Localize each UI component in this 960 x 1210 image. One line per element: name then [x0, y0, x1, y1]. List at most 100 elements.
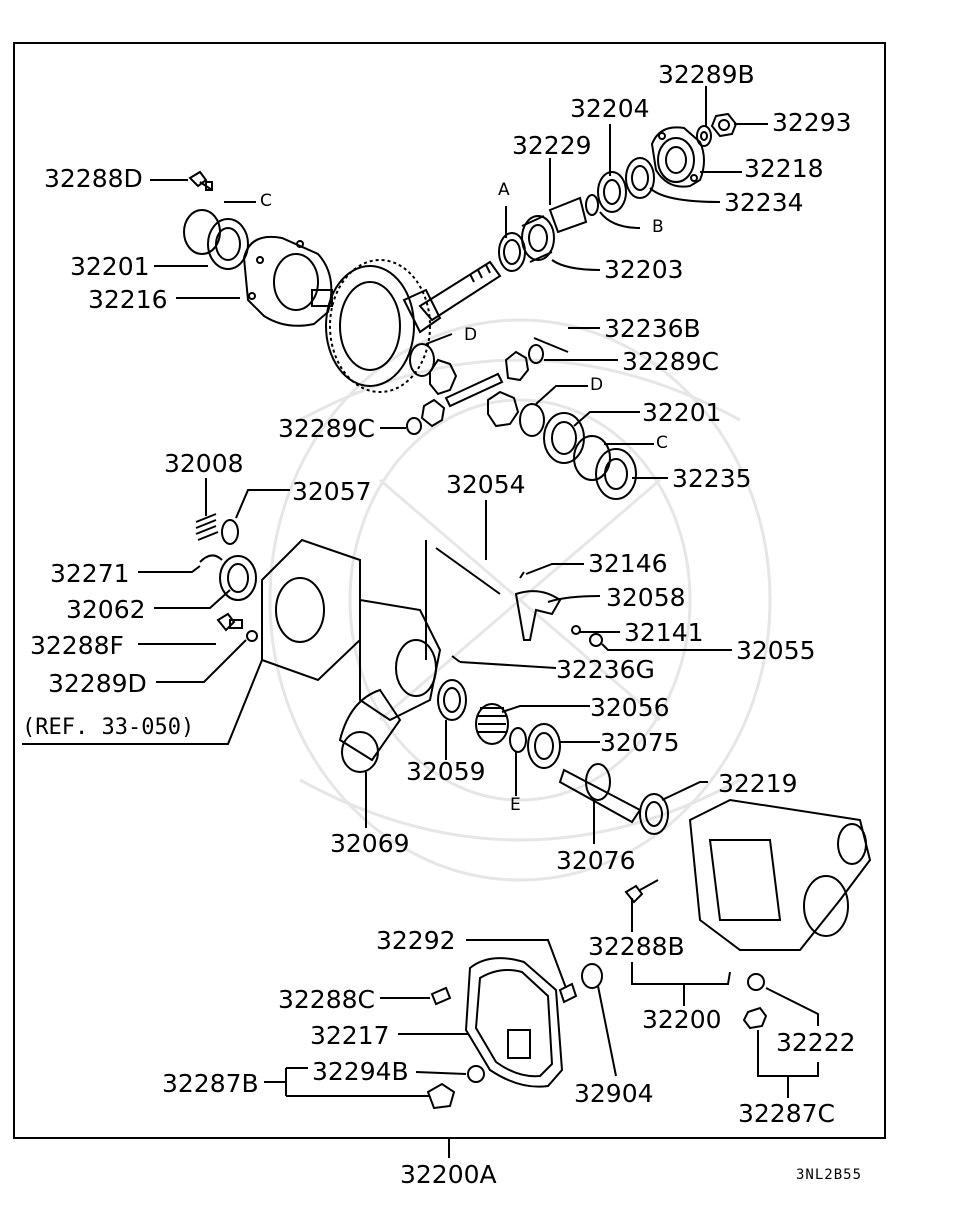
part-32294B-washer — [467, 1065, 485, 1083]
label-32904: 32904 — [574, 1079, 654, 1108]
leader-lines — [22, 86, 819, 1098]
part-32236B-pin — [533, 337, 569, 353]
part-side-gear-right — [487, 390, 520, 428]
part-32288B-bolt — [624, 879, 659, 904]
label-32059: 32059 — [406, 757, 486, 786]
label-32236G: 32236G — [556, 655, 655, 684]
part-32201-bearing-right — [543, 412, 585, 464]
label-32076: 32076 — [556, 846, 636, 875]
part-32234-seal — [625, 157, 655, 199]
label-32069: 32069 — [330, 829, 410, 858]
part-32062-seal — [219, 555, 257, 601]
label-32056: 32056 — [590, 693, 670, 722]
part-32222-washer — [747, 973, 765, 991]
label-32294B: 32294B — [312, 1057, 409, 1086]
label-32222: 32222 — [776, 1028, 856, 1057]
part-32203-bearing — [521, 215, 555, 263]
part-32236G-pin — [451, 655, 461, 663]
part-C-shim-right — [573, 435, 611, 481]
part-32058-fork — [514, 590, 562, 641]
label-32055: 32055 — [736, 636, 816, 665]
label-32141: 32141 — [624, 618, 704, 647]
part-32288F-bolt — [216, 612, 243, 632]
label-32201-upper: 32201 — [70, 252, 150, 281]
part-32219-seal — [639, 793, 669, 835]
label-32288C: 32288C — [278, 985, 375, 1014]
label-32288B: 32288B — [588, 932, 685, 961]
callout-D-upper: D — [464, 325, 478, 345]
label-32062: 32062 — [66, 595, 146, 624]
label-32075: 32075 — [600, 728, 680, 757]
part-32292-breather — [558, 982, 578, 1004]
part-side-gear-left — [429, 358, 458, 396]
part-ring-gear — [325, 259, 431, 393]
callout-D-lower: D — [590, 375, 604, 395]
label-32293: 32293 — [772, 108, 852, 137]
label-32200: 32200 — [642, 1005, 722, 1034]
label-32288F: 32288F — [30, 631, 124, 660]
part-32055-washer — [589, 633, 603, 647]
callout-C-upper: C — [260, 191, 272, 211]
part-32204-bearing — [597, 171, 627, 213]
label-32217: 32217 — [310, 1021, 390, 1050]
label-32203: 32203 — [604, 255, 684, 284]
part-C-shim-left — [183, 209, 221, 255]
part-D-washer-lower — [519, 403, 545, 437]
drawing-code: 3NL2B55 — [796, 1167, 863, 1183]
part-pinion-gear-upper — [504, 350, 530, 382]
part-pinion-gear-lower — [420, 398, 446, 428]
part-32008-spring — [195, 513, 239, 545]
part-32287C-plug — [742, 1006, 768, 1030]
assembly-number: 32200A — [400, 1160, 497, 1189]
callout-E: E — [510, 795, 521, 815]
label-32235: 32235 — [672, 464, 752, 493]
part-32141-ring — [571, 625, 581, 635]
label-32236B: 32236B — [604, 314, 701, 343]
label-32146: 32146 — [588, 549, 668, 578]
part-32289D-washer — [246, 630, 258, 642]
label-32287B: 32287B — [162, 1069, 259, 1098]
label-32216: 32216 — [88, 285, 168, 314]
part-32288C-bolt — [430, 986, 452, 1006]
label-32054: 32054 — [446, 470, 526, 499]
part-32076-shaft — [558, 763, 642, 824]
part-transfer-housing — [338, 598, 442, 773]
part-32289B-washer — [696, 125, 712, 147]
label-32289C-upper: 32289C — [622, 347, 719, 376]
label-32289B: 32289B — [658, 60, 755, 89]
label-32057: 32057 — [292, 477, 372, 506]
label-32289C-lower: 32289C — [278, 414, 375, 443]
label-32229: 32229 — [512, 131, 592, 160]
label-32219: 32219 — [718, 769, 798, 798]
part-32271-clip — [199, 554, 223, 563]
part-32217-cover — [464, 957, 564, 1088]
part-32904-cap — [581, 963, 603, 989]
callout-C-lower: C — [656, 433, 668, 453]
label-32289D: 32289D — [48, 669, 147, 698]
part-A-shim — [498, 232, 526, 272]
part-32056-gear — [475, 703, 509, 745]
part-32229-spacer — [548, 196, 588, 234]
part-pinion-shaft-32236 — [444, 372, 504, 408]
part-32235-bearing — [595, 448, 637, 500]
label-32201-lower: 32201 — [642, 398, 722, 427]
part-32218-flange — [650, 126, 705, 188]
label-32271: 32271 — [50, 559, 130, 588]
label-32218: 32218 — [744, 154, 824, 183]
part-32059-bearing — [437, 679, 467, 721]
part-B-ring — [585, 194, 599, 216]
label-32058: 32058 — [606, 583, 686, 612]
part-32293-nut — [710, 112, 738, 138]
callout-A: A — [498, 180, 510, 200]
label-32204: 32204 — [570, 94, 650, 123]
part-E-snap-ring — [509, 727, 527, 753]
watermark-emblem — [268, 318, 772, 882]
label-32288D: 32288D — [44, 164, 143, 193]
label-32287C: 32287C — [738, 1099, 835, 1128]
part-32216-diff-case — [242, 236, 333, 327]
part-32287B-plug — [426, 1082, 456, 1110]
part-32288D-bolt — [188, 170, 213, 191]
label-32008: 32008 — [164, 449, 244, 478]
